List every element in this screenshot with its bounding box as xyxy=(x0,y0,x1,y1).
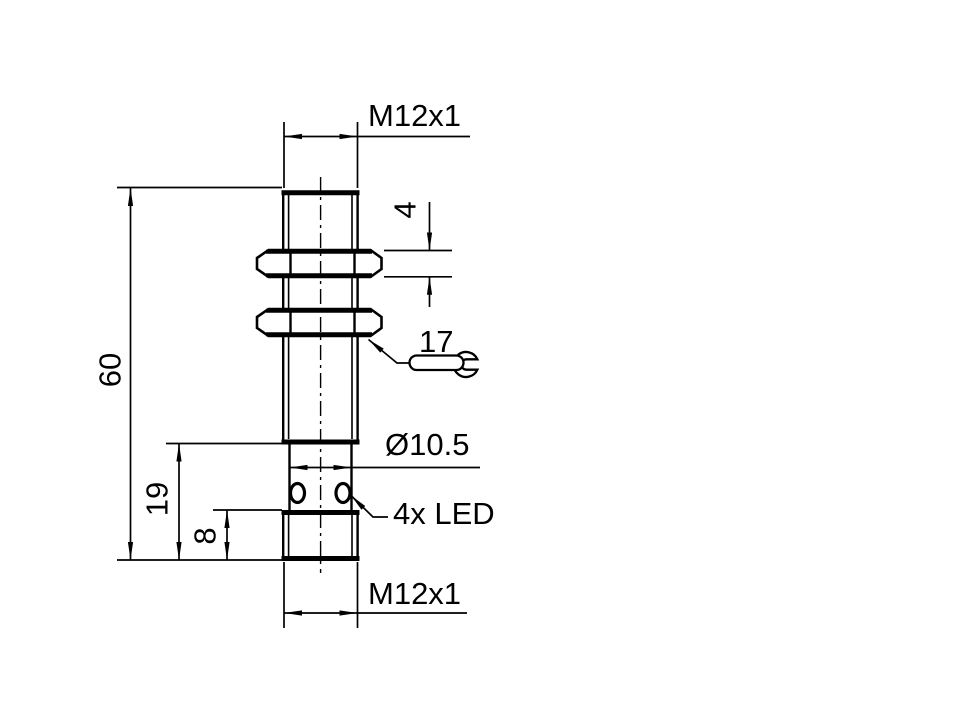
dimension-nut-height: 4 xyxy=(384,201,452,307)
dimension-top-thread: M12x1 xyxy=(283,98,470,188)
arrowhead xyxy=(284,610,302,616)
sensor-body xyxy=(255,177,383,573)
arrowhead xyxy=(339,610,358,616)
arrowhead xyxy=(224,542,230,560)
arrowhead xyxy=(127,188,134,206)
hex-nut-1 xyxy=(255,248,383,279)
bottom-thread-label: M12x1 xyxy=(368,576,461,611)
arrowhead xyxy=(224,510,230,528)
arrowhead xyxy=(176,443,182,462)
nut-height-label: 4 xyxy=(388,201,423,218)
tip-length-label: 19 xyxy=(140,482,175,516)
dimension-tip-length: 19 xyxy=(140,442,282,560)
arrowhead xyxy=(339,133,358,140)
arrowhead xyxy=(127,542,134,560)
wrench-icon xyxy=(408,350,480,379)
arrowhead xyxy=(426,276,433,295)
top-thread-label: M12x1 xyxy=(368,98,461,133)
connector-thread xyxy=(281,510,360,561)
led-callout-label: 4x LED xyxy=(393,496,495,531)
dimension-overall-length: 60 xyxy=(93,186,283,561)
arrowhead xyxy=(289,464,308,471)
arrowhead xyxy=(333,464,352,471)
led-indicator-2 xyxy=(334,481,352,505)
hex-nut-2 xyxy=(255,307,383,338)
arrowhead xyxy=(176,542,182,560)
arrowhead xyxy=(284,133,302,140)
arrowhead xyxy=(426,232,433,251)
dimension-bottom-thread: M12x1 xyxy=(283,562,467,628)
overall-length-label: 60 xyxy=(93,353,128,387)
connector-length-label: 8 xyxy=(188,527,223,544)
callout-wrench-size: 17 xyxy=(367,324,480,379)
callout-led: 4x LED xyxy=(350,494,495,531)
dimension-connector-length: 8 xyxy=(188,509,282,560)
sensing-tip xyxy=(288,444,353,511)
led-indicator-1 xyxy=(288,481,307,505)
dimension-tip-diameter: Ø10.5 xyxy=(289,427,480,471)
tip-diameter-label: Ø10.5 xyxy=(385,427,469,462)
arrowhead xyxy=(368,339,384,353)
arrowhead xyxy=(351,495,366,510)
wrench-size-label: 17 xyxy=(419,324,453,359)
